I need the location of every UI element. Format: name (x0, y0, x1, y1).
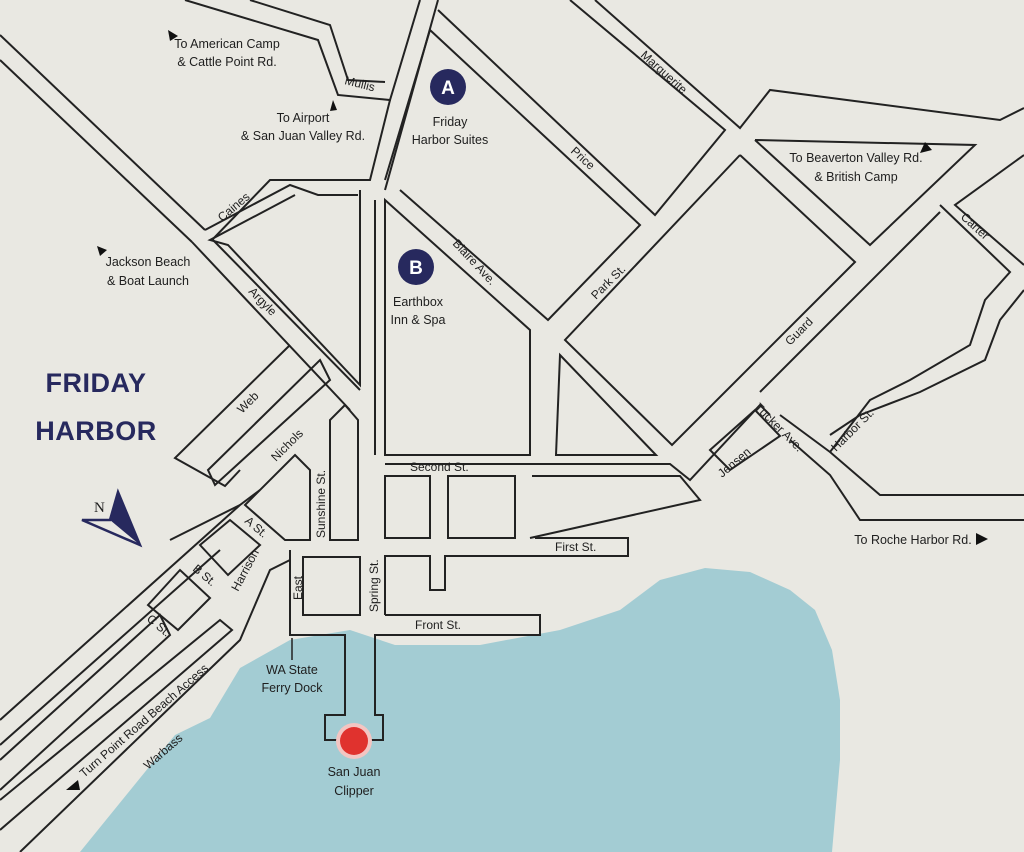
clipper-label-l1: San Juan (328, 765, 381, 779)
marker-b-badge (398, 249, 434, 285)
marker-b-label-l2: Inn & Spa (391, 313, 446, 327)
compass-north-label: N (94, 500, 105, 516)
ferry-dock-label-l1: WA State (266, 663, 318, 677)
marker-a-label-l2: Harbor Suites (412, 133, 488, 147)
dest-beaverton-l2: & British Camp (814, 170, 897, 184)
street-spring: Spring St. (367, 559, 381, 612)
dest-airport-l2: & San Juan Valley Rd. (241, 129, 365, 143)
arrow-turn-point-icon (66, 780, 80, 790)
marker-a-label-l1: Friday (433, 115, 468, 129)
harbor-water (80, 568, 840, 852)
marker-a-badge (430, 69, 466, 105)
dest-american-camp-l2: & Cattle Point Rd. (177, 55, 276, 69)
arrow-airport-icon (330, 100, 337, 111)
marker-b[interactable]: B (398, 249, 434, 285)
marker-a[interactable]: A (430, 69, 466, 105)
dest-roche-harbor: To Roche Harbor Rd. (854, 533, 971, 547)
street-second: Second St. (410, 460, 469, 474)
arrow-american-camp-icon (168, 30, 178, 41)
dest-jackson-l2: & Boat Launch (107, 274, 189, 288)
clipper-dot (340, 727, 368, 755)
map-title-line1: FRIDAY (45, 368, 146, 398)
marker-b-letter: B (409, 258, 423, 279)
arrow-jackson-icon (97, 246, 107, 256)
dest-beaverton-l1: To Beaverton Valley Rd. (789, 151, 922, 165)
map-title-line2: HARBOR (35, 416, 157, 446)
street-front: Front St. (415, 618, 461, 632)
clipper-label-l2: Clipper (334, 784, 374, 798)
marker-a-letter: A (441, 78, 455, 99)
arrow-beaverton-icon (920, 142, 932, 153)
street-sunshine: Sunshine St. (314, 470, 328, 538)
street-first: First St. (555, 540, 596, 554)
compass-icon (81, 488, 143, 548)
street-east: East (291, 575, 305, 600)
dest-airport-l1: To Airport (277, 111, 330, 125)
san-juan-clipper-marker[interactable] (336, 723, 372, 759)
ferry-dock-label-l2: Ferry Dock (261, 681, 323, 695)
dest-jackson-l1: Jackson Beach (106, 255, 191, 269)
marker-b-label-l1: Earthbox (393, 295, 444, 309)
dest-american-camp-l1: To American Camp (174, 37, 280, 51)
arrow-roche-icon (976, 533, 988, 545)
